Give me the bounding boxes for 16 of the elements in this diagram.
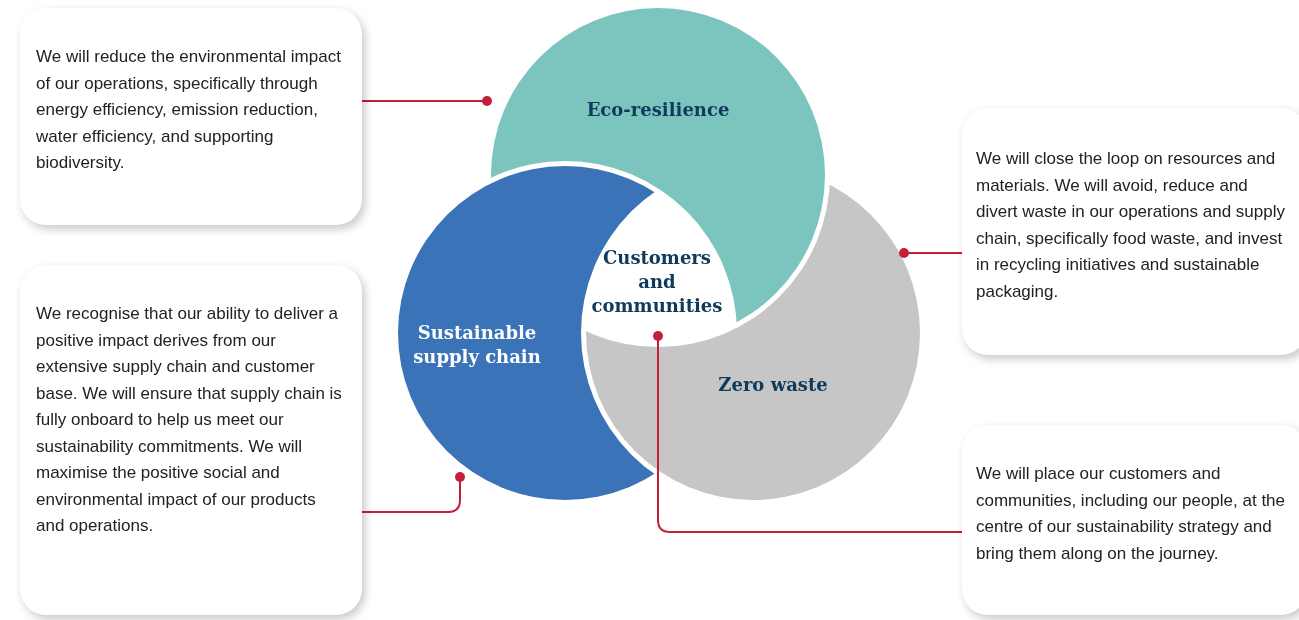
description-text: We will reduce the environmental impact of our operations, specifically through energy efficiency, emission reduction, water efficiency, and supporting biodiversity. [36,46,341,174]
leader-line [361,472,465,513]
description-text: We will place our customers and communities, including our people, at the centre of our sustainability strategy and bring them along on the journey. [976,463,1286,565]
leader-line [361,96,492,106]
description-text: We will close the loop on resources and materials. We will avoid, reduce and divert waste in our operations and supply chain, specifically food waste, and invest in recycling initiatives and sustainable packaging. [976,148,1286,303]
leader-line [899,248,963,258]
leader-line [653,331,963,533]
text-card [20,8,362,225]
circle-label: Eco-resilience [586,98,730,122]
description-text: We recognise that our ability to deliver a positive impact derives from our extensive supply chain and customer base. We will ensure that supply chain is fully onboard to help us meet our sustainability commitments. We will maximise the positive social and environmental impact of our products and operations. [36,303,343,537]
circle-label: Sustainable supply chain [412,321,542,369]
center-label: Customers and communities [590,246,724,318]
text-card [962,108,1299,355]
circle-label: Zero waste [718,373,828,397]
text-card [962,425,1299,615]
text-card [20,265,362,615]
